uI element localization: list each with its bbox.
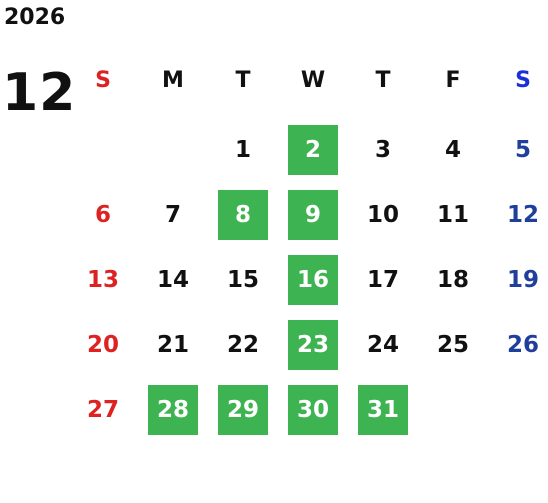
day-cell[interactable]: 1 — [234, 137, 251, 163]
day-cell[interactable]: 10 — [366, 202, 399, 228]
day-cell[interactable]: 8 — [218, 190, 268, 240]
day-cell[interactable]: 31 — [358, 385, 408, 435]
day-cell[interactable]: 25 — [436, 332, 469, 358]
week-row: 6 7 8 9 10 11 12 — [69, 190, 548, 242]
day-cell — [78, 125, 128, 175]
week-row: 27 28 29 30 31 — [69, 385, 548, 437]
day-cell[interactable]: 18 — [436, 267, 469, 293]
day-cell[interactable]: 11 — [436, 202, 469, 228]
week-row: 1 2 3 4 5 — [69, 125, 548, 177]
day-cell[interactable]: 21 — [156, 332, 189, 358]
day-cell[interactable]: 14 — [156, 267, 189, 293]
day-cell[interactable]: 29 — [218, 385, 268, 435]
day-cell[interactable]: 5 — [514, 137, 531, 163]
weekday-header-tuesday: T — [235, 67, 251, 93]
day-cell[interactable]: 22 — [226, 332, 259, 358]
day-cell[interactable]: 30 — [288, 385, 338, 435]
day-cell[interactable]: 9 — [288, 190, 338, 240]
day-cell[interactable]: 28 — [148, 385, 198, 435]
day-cell[interactable]: 17 — [366, 267, 399, 293]
weekday-header-row: S M T W T F S — [69, 55, 548, 107]
day-cell[interactable]: 3 — [374, 137, 391, 163]
day-cell[interactable]: 23 — [288, 320, 338, 370]
day-cell[interactable]: 13 — [86, 267, 119, 293]
day-cell[interactable]: 2 — [288, 125, 338, 175]
day-cell[interactable]: 15 — [226, 267, 259, 293]
day-cell[interactable]: 4 — [444, 137, 461, 163]
day-cell[interactable]: 16 — [288, 255, 338, 305]
week-row: 13 14 15 16 17 18 19 — [69, 255, 548, 307]
day-cell — [498, 385, 548, 435]
day-cell[interactable]: 26 — [506, 332, 539, 358]
year-label: 2026 — [4, 5, 66, 30]
day-cell[interactable]: 20 — [86, 332, 119, 358]
weekday-header-sunday: S — [95, 67, 111, 93]
weekday-header-wednesday: W — [300, 67, 326, 93]
week-row: 20 21 22 23 24 25 26 — [69, 320, 548, 372]
weekday-header-saturday: S — [515, 67, 531, 93]
weekday-header-thursday: T — [375, 67, 391, 93]
day-cell[interactable]: 24 — [366, 332, 399, 358]
day-cell — [428, 385, 478, 435]
day-cell[interactable]: 12 — [506, 202, 539, 228]
day-cell — [148, 125, 198, 175]
weekday-header-friday: F — [445, 67, 461, 93]
day-cell[interactable]: 7 — [164, 202, 181, 228]
weekday-header-monday: M — [162, 67, 184, 93]
day-cell[interactable]: 27 — [86, 397, 119, 423]
month-number: 12 — [2, 63, 77, 123]
day-cell[interactable]: 6 — [94, 202, 111, 228]
day-cell[interactable]: 19 — [506, 267, 539, 293]
